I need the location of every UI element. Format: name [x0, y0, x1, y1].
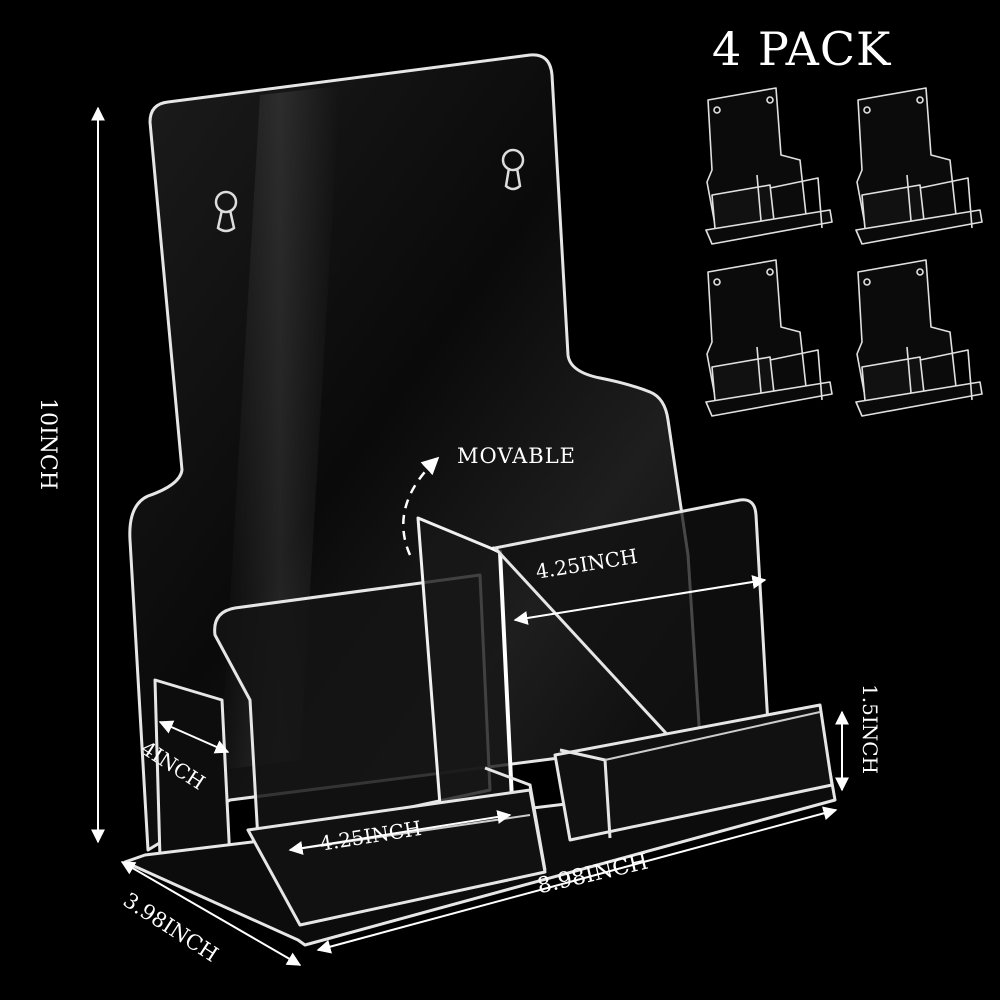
- keyhole-right: [501, 148, 525, 191]
- right-card-panel: [493, 498, 772, 772]
- keyhole-left: [214, 190, 238, 233]
- pocket-depth-arrow: [158, 720, 230, 754]
- thumbnail-grid: [705, 87, 983, 417]
- pack-title: 4 PACK: [712, 22, 892, 76]
- front-height-label: 1.5INCH: [858, 684, 882, 774]
- base-width-arrow: [316, 806, 838, 954]
- height-label: 10INCH: [35, 398, 60, 490]
- thumbnail-holder: [705, 87, 833, 245]
- movable-arrow: [402, 456, 440, 556]
- base-depth-arrow: [120, 861, 302, 966]
- movable-label: MOVABLE: [457, 444, 576, 468]
- pocket-width-top-arrow: [513, 575, 767, 625]
